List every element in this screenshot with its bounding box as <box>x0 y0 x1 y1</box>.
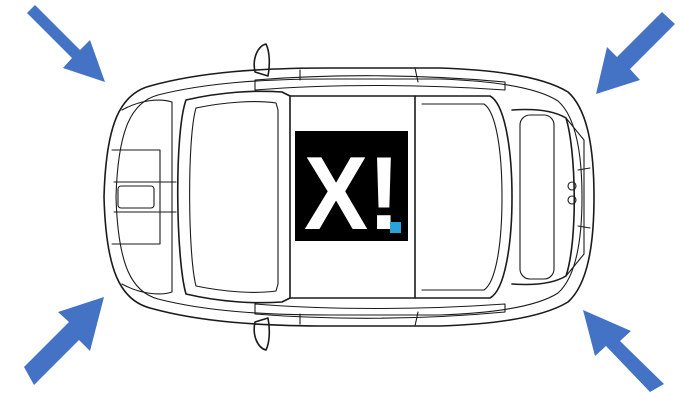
arrow-top-left-icon <box>27 5 105 82</box>
logo: X! <box>295 131 408 252</box>
logo-text: X! <box>304 136 400 252</box>
arrow-bottom-right-icon <box>583 310 664 392</box>
arrow-bottom-left-icon <box>24 297 104 385</box>
arrow-top-right-icon <box>596 12 675 94</box>
logo-accent-square <box>390 222 401 233</box>
